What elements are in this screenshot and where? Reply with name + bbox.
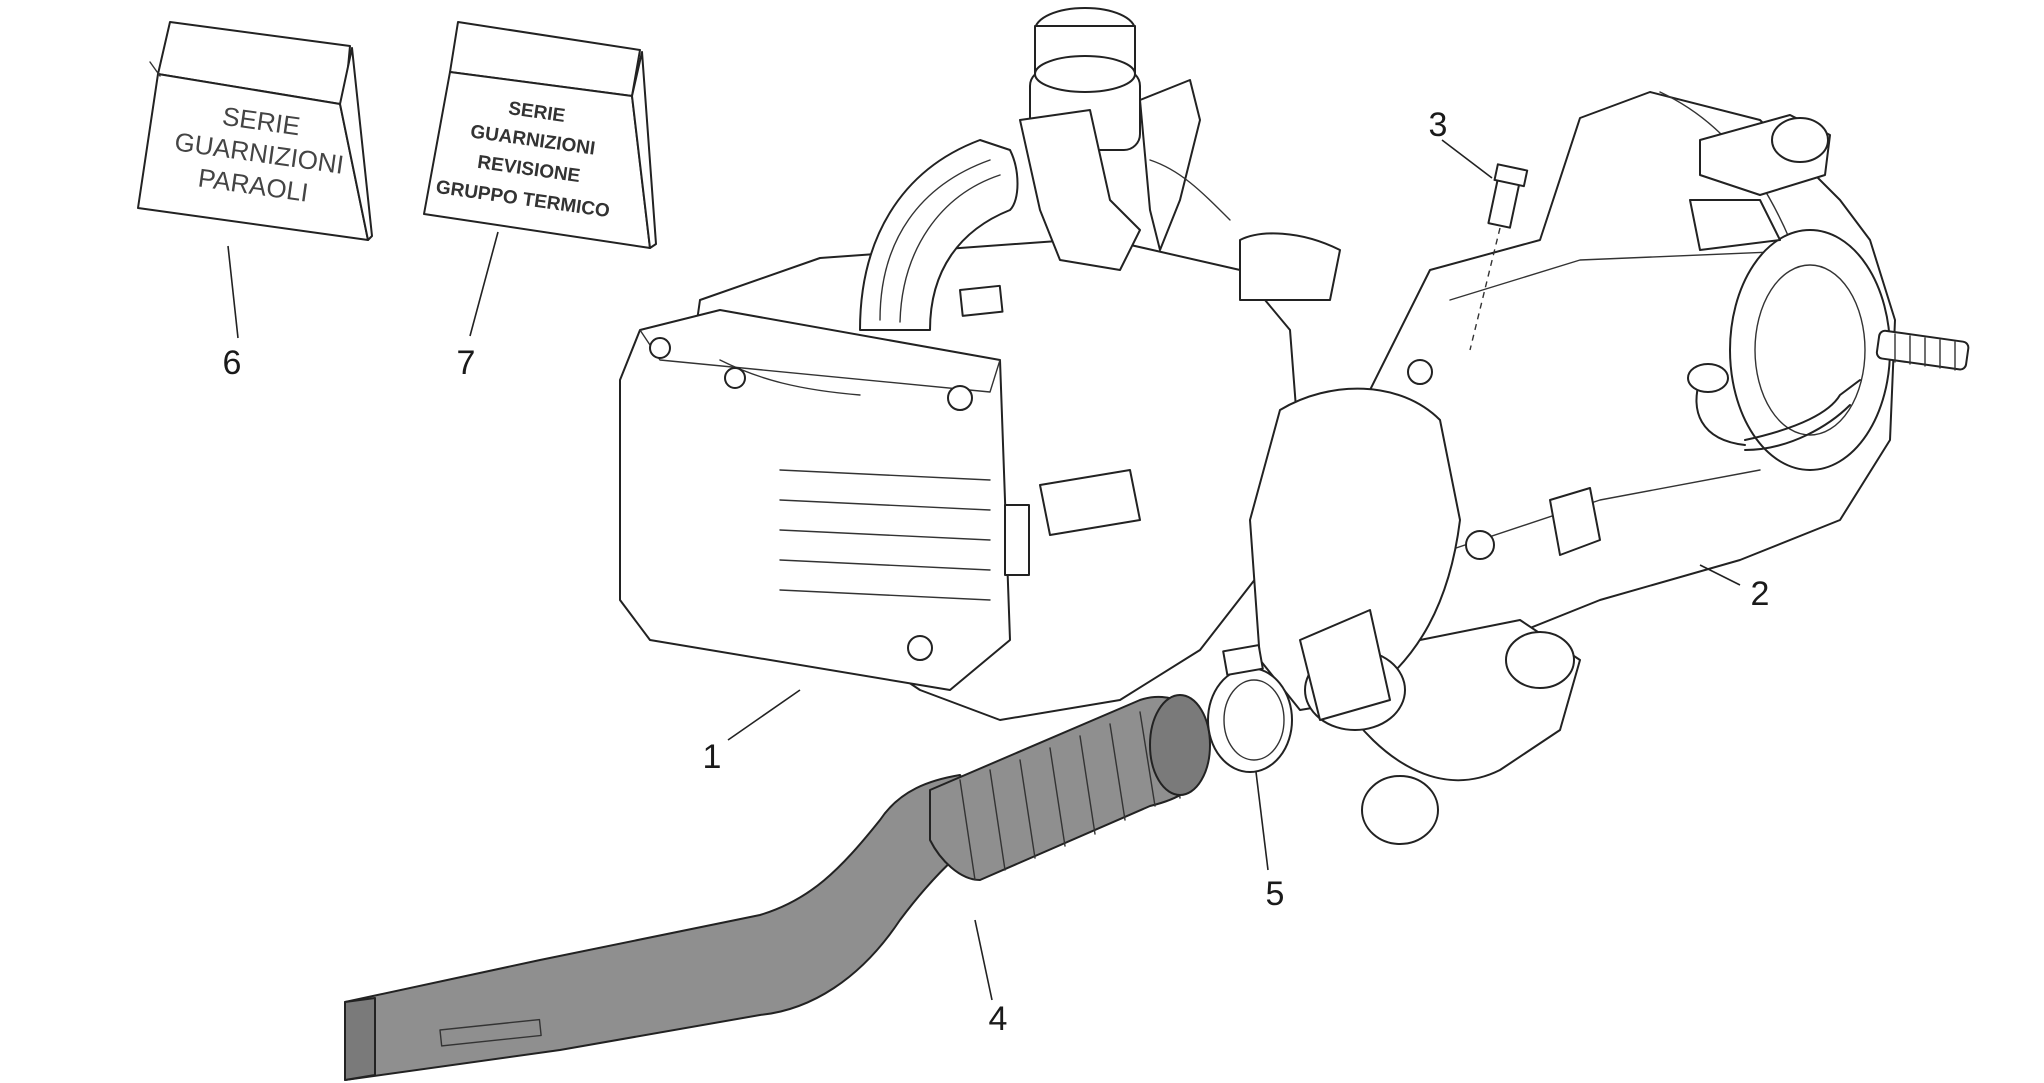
bolt-part-3 bbox=[1469, 163, 1529, 351]
callout-4: 4 bbox=[989, 1000, 1008, 1038]
seal-kit-bag: SERIE GUARNIZIONI PARAOLI bbox=[137, 21, 373, 241]
callout-1: 1 bbox=[703, 738, 722, 776]
callout-3: 3 bbox=[1429, 106, 1448, 144]
callout-7: 7 bbox=[457, 344, 476, 382]
air-duct-part-4 bbox=[344, 694, 1211, 1081]
leader-7 bbox=[469, 231, 499, 337]
leader-3 bbox=[1441, 139, 1493, 179]
breather-hose-part-2 bbox=[1687, 363, 1861, 451]
leader-6 bbox=[227, 245, 239, 339]
callout-2: 2 bbox=[1751, 575, 1770, 613]
callout-6: 6 bbox=[223, 344, 242, 382]
leader-5 bbox=[1255, 771, 1269, 871]
hose-clamp-part-5 bbox=[1207, 644, 1293, 773]
leader-2 bbox=[1699, 564, 1741, 586]
callout-5: 5 bbox=[1266, 875, 1285, 913]
leader-1 bbox=[727, 689, 801, 741]
leader-4 bbox=[974, 919, 993, 1001]
gasket-kit-bag: SERIE GUARNIZIONI REVISIONE GRUPPO TERMI… bbox=[423, 21, 657, 249]
engine-assembly bbox=[619, 7, 1970, 845]
